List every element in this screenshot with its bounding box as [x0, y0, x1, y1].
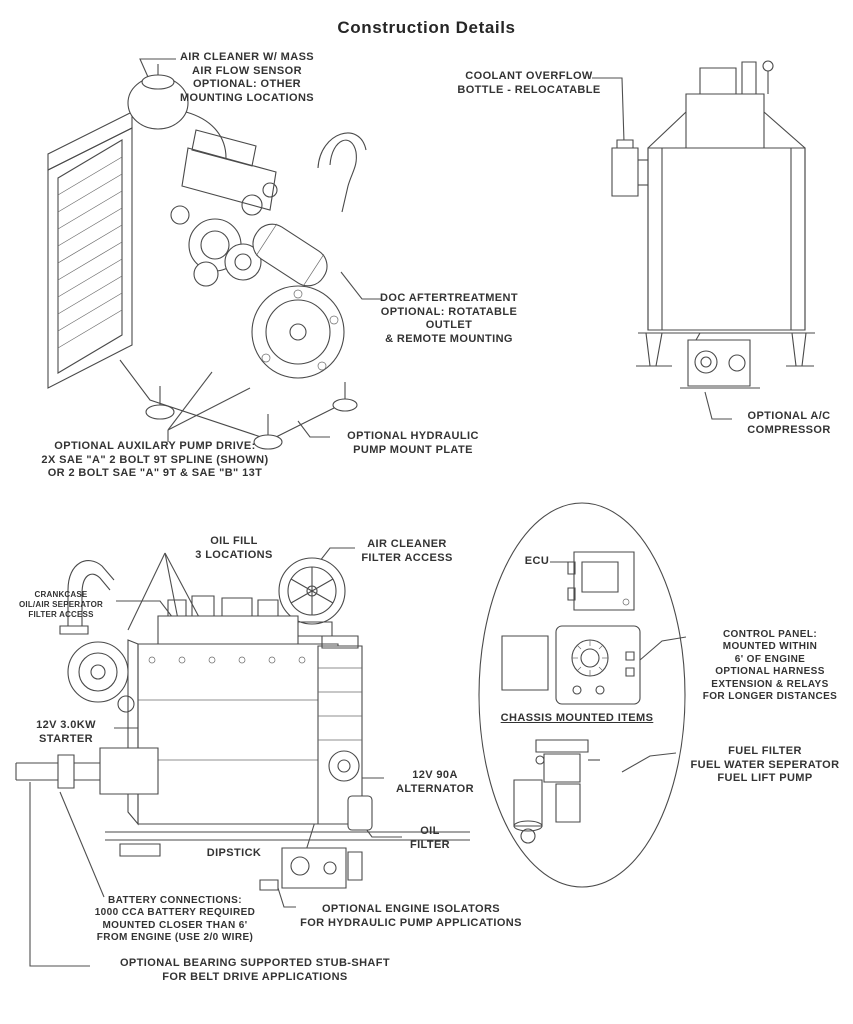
label-dipstick: DIPSTICK: [206, 847, 262, 859]
label-air-cleaner: AIR CLEANER W/ MASS AIR FLOW SENSOR OPTI…: [179, 51, 315, 104]
label-hydraulic-pump-mount: OPTIONAL HYDRAULIC PUMP MOUNT PLATE: [347, 430, 479, 456]
label-doc-aftertreatment: DOC AFTERTREATMENT OPTIONAL: ROTATABLE O…: [380, 292, 518, 345]
label-stub-shaft: OPTIONAL BEARING SUPPORTED STUB-SHAFT FO…: [119, 957, 391, 983]
label-oil-filter: OIL FILTER: [409, 825, 451, 851]
label-battery-connections: BATTERY CONNECTIONS: 1000 CCA BATTERY RE…: [94, 895, 256, 944]
label-ecu: ECU: [524, 555, 550, 567]
label-control-panel: CONTROL PANEL: MOUNTED WITHIN 6' OF ENGI…: [702, 629, 838, 702]
label-starter: 12V 3.0kW STARTER: [36, 719, 96, 745]
label-engine-isolators: OPTIONAL ENGINE ISOLATORS FOR HYDRAULIC …: [300, 903, 522, 929]
page-title: Construction Details: [337, 18, 516, 37]
engine-top-drawing: [48, 64, 366, 449]
label-coolant-overflow: COOLANT OVERFLOW BOTTLE - RELOCATABLE: [457, 70, 601, 96]
label-alternator: 12V 90A ALTERNATOR: [396, 769, 474, 795]
label-aux-pump-drive: OPTIONAL AUXILARY PUMP DRIVE: 2X SAE "A"…: [41, 440, 269, 480]
label-fuel-filter: FUEL FILTER FUEL WATER SEPERATOR FUEL LI…: [690, 745, 840, 785]
engine-side-drawing: [16, 558, 470, 890]
radiator-drawing: [612, 61, 815, 388]
label-oil-fill: OIL FILL 3 LOCATIONS: [195, 535, 273, 561]
chassis-items-drawing: [479, 503, 685, 887]
label-crankcase-separator: CRANKCASE OIL/AIR SEPERATOR FILTER ACCES…: [18, 590, 103, 619]
label-air-cleaner-access: AIR CLEANER FILTER ACCESS: [361, 538, 453, 564]
label-chassis-mounted-items: CHASSIS MOUNTED ITEMS: [500, 712, 654, 724]
label-ac-compressor: OPTIONAL A/C COMPRESSOR: [747, 410, 831, 436]
